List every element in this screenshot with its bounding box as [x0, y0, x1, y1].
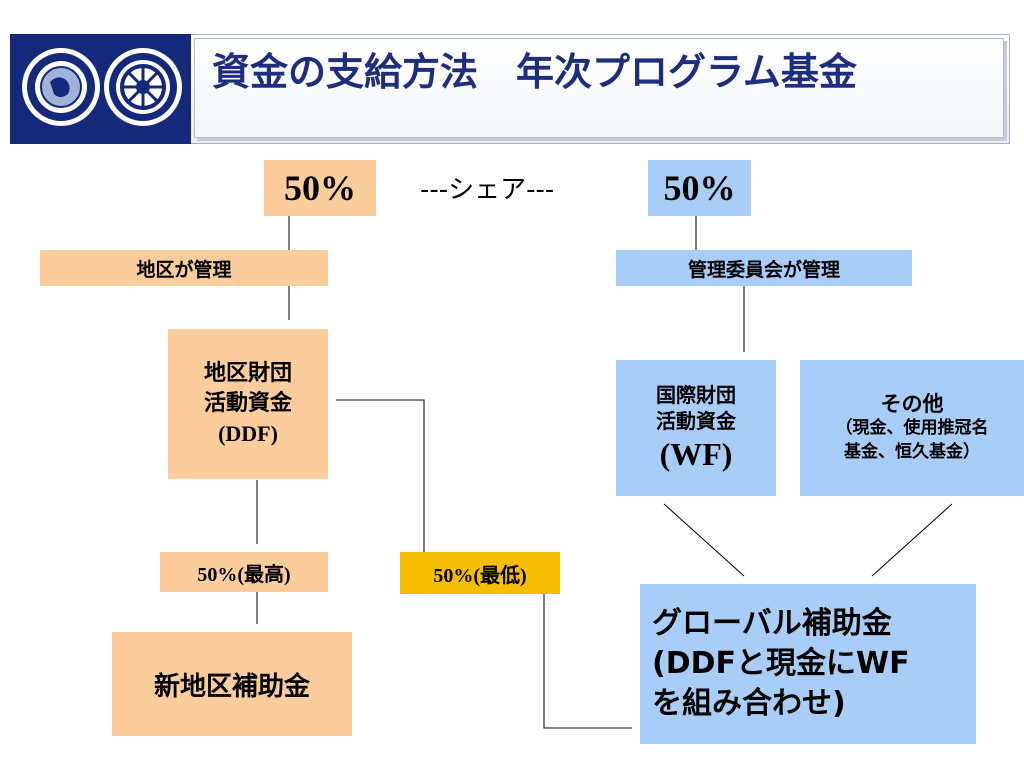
- other-line-1: その他: [880, 392, 944, 416]
- connector-wf-to-global: [663, 503, 745, 577]
- ddf-line-3: (DDF): [218, 421, 278, 446]
- global-grant-line-2: (DDFと現金にWF: [652, 646, 910, 681]
- connector-ddf-to-min: [336, 399, 425, 552]
- logo-panel: [10, 34, 191, 144]
- rotary-foundation-emblem-icon: [22, 48, 100, 126]
- wf-line-1: 国際財団: [656, 383, 736, 407]
- split-min-box: 50%(最低): [400, 552, 560, 594]
- wf-line-2: 活動資金: [656, 409, 736, 433]
- connector-min-to-global: [543, 594, 632, 729]
- trustees-managed-box: 管理委員会が管理: [616, 250, 912, 286]
- share-label: ---シェア---: [420, 175, 555, 205]
- global-grant-box: グローバル補助金 (DDFと現金にWF を組み合わせ): [640, 584, 976, 744]
- rotary-international-emblem-icon: [104, 48, 182, 126]
- wf-box: 国際財団 活動資金 (WF): [616, 360, 776, 496]
- global-grant-line-3: を組み合わせ): [652, 686, 846, 721]
- percent-right-box: 50%: [648, 160, 751, 216]
- other-line-3: 基金、恒久基金）: [844, 442, 980, 462]
- ddf-box: 地区財団 活動資金 (DDF): [168, 329, 328, 479]
- other-line-2: （現金、使用推冠名: [835, 418, 989, 438]
- split-max-box: 50%(最高): [160, 552, 328, 592]
- district-managed-box: 地区が管理: [40, 250, 328, 286]
- other-funds-box: その他 （現金、使用推冠名 基金、恒久基金）: [800, 360, 1024, 496]
- connector-other-to-global: [871, 503, 953, 577]
- new-district-grant-box: 新地区補助金: [112, 632, 352, 736]
- ddf-line-2: 活動資金: [203, 391, 292, 416]
- global-grant-line-1: グローバル補助金: [652, 606, 892, 641]
- ddf-line-1: 地区財団: [203, 361, 292, 386]
- page-title: 資金の支給方法 年次プログラム基金: [212, 50, 857, 94]
- wf-line-3: (WF): [659, 436, 733, 472]
- title-panel: [194, 38, 1004, 138]
- percent-left-box: 50%: [264, 160, 376, 216]
